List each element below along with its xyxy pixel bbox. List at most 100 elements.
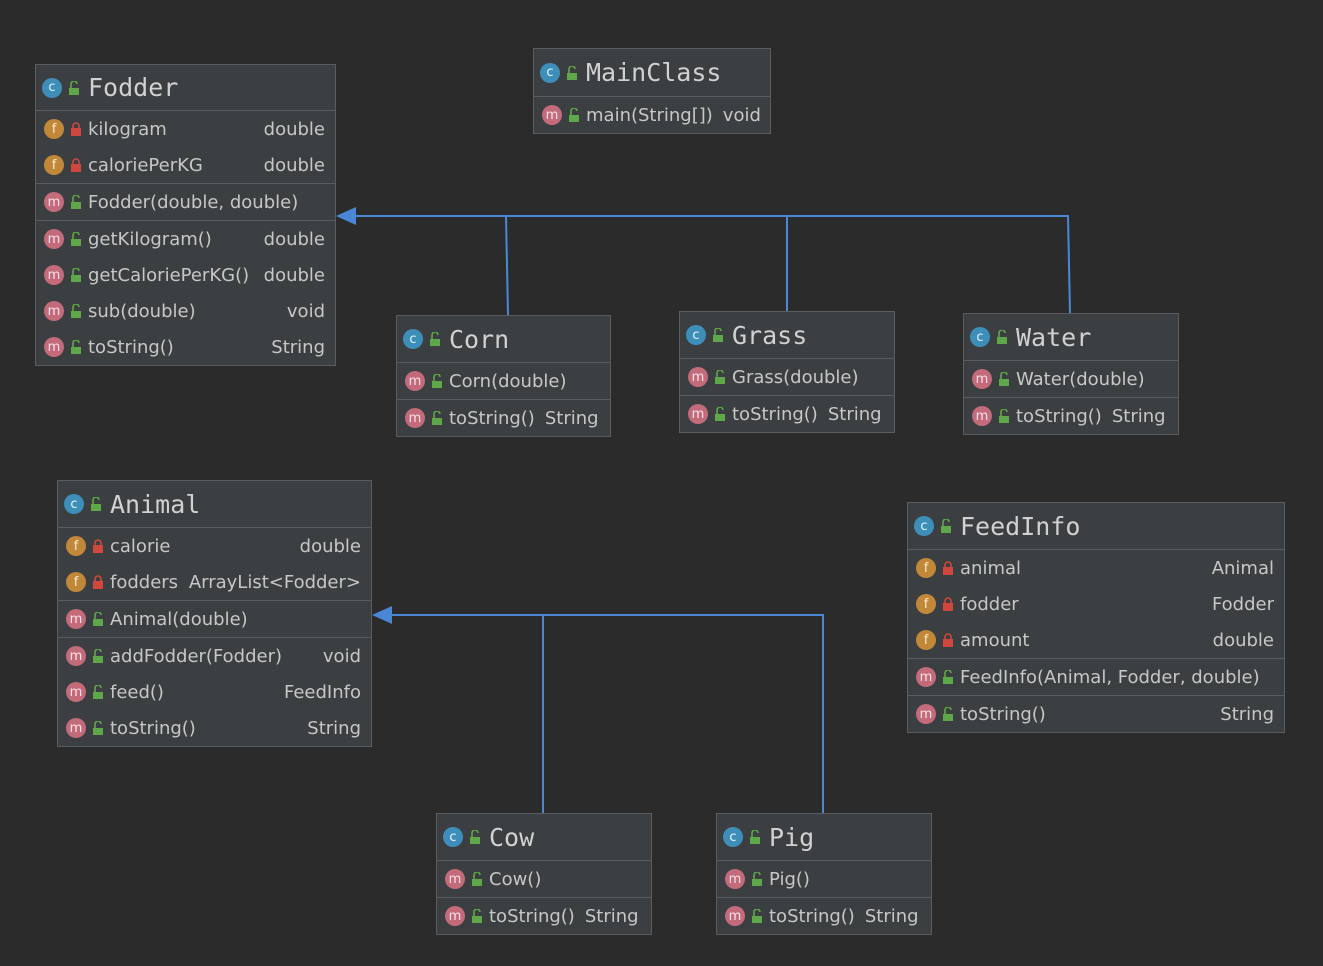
- method-row[interactable]: m Grass(double): [680, 359, 894, 395]
- private-lock-icon: [70, 158, 82, 172]
- method-icon: m: [44, 229, 64, 249]
- method-row[interactable]: m getKilogram() double: [36, 221, 335, 257]
- member-name: Grass(double): [732, 366, 859, 388]
- member-type: void: [322, 645, 361, 667]
- member-name: sub(double): [88, 300, 196, 322]
- member-name: getCaloriePerKG(): [88, 264, 250, 286]
- method-icon: m: [66, 682, 86, 702]
- method-icon: m: [688, 367, 708, 387]
- member-name: toString(): [769, 905, 855, 927]
- private-lock-icon: [70, 122, 82, 136]
- public-lock-icon: [92, 649, 104, 663]
- method-icon: m: [445, 869, 465, 889]
- public-lock-icon: [431, 374, 443, 388]
- class-name: Corn: [449, 324, 510, 354]
- class-name: Cow: [489, 822, 535, 852]
- public-lock-icon: [471, 872, 483, 886]
- public-lock-icon: [92, 685, 104, 699]
- public-lock-icon: [70, 232, 82, 246]
- class-icon: c: [64, 494, 84, 514]
- public-lock-icon: [431, 411, 443, 425]
- member-name: FeedInfo(Animal, Fodder, double): [960, 666, 1260, 688]
- member-name: fodder: [960, 593, 1019, 615]
- member-type: String: [827, 403, 882, 425]
- member-type: double: [263, 118, 325, 140]
- field-icon: f: [44, 155, 64, 175]
- method-icon: m: [405, 371, 425, 391]
- member-name: getKilogram(): [88, 228, 212, 250]
- public-lock-icon: [70, 195, 82, 209]
- field-icon: f: [916, 594, 936, 614]
- method-icon: m: [66, 718, 86, 738]
- class-name: Water: [1016, 322, 1092, 352]
- member-name: toString(): [1016, 405, 1102, 427]
- method-icon: m: [66, 646, 86, 666]
- method-icon: m: [445, 906, 465, 926]
- member-name: main(String[]): [586, 104, 713, 126]
- method-icon: m: [44, 301, 64, 321]
- class-name: Pig: [769, 822, 815, 852]
- member-name: toString(): [110, 717, 196, 739]
- public-lock-icon: [751, 872, 763, 886]
- public-lock-icon: [90, 497, 102, 511]
- public-lock-icon: [429, 332, 441, 346]
- class-icon: c: [723, 827, 743, 847]
- member-type: double: [263, 264, 325, 286]
- member-type: String: [1220, 703, 1274, 725]
- member-type: double: [1212, 629, 1274, 651]
- public-lock-icon: [996, 330, 1008, 344]
- member-name: toString(): [449, 407, 535, 429]
- member-name: toString(): [88, 336, 174, 358]
- member-type: double: [263, 228, 325, 250]
- public-lock-icon: [998, 372, 1010, 386]
- class-icon: c: [540, 62, 560, 83]
- public-lock-icon: [92, 721, 104, 735]
- private-lock-icon: [92, 539, 104, 553]
